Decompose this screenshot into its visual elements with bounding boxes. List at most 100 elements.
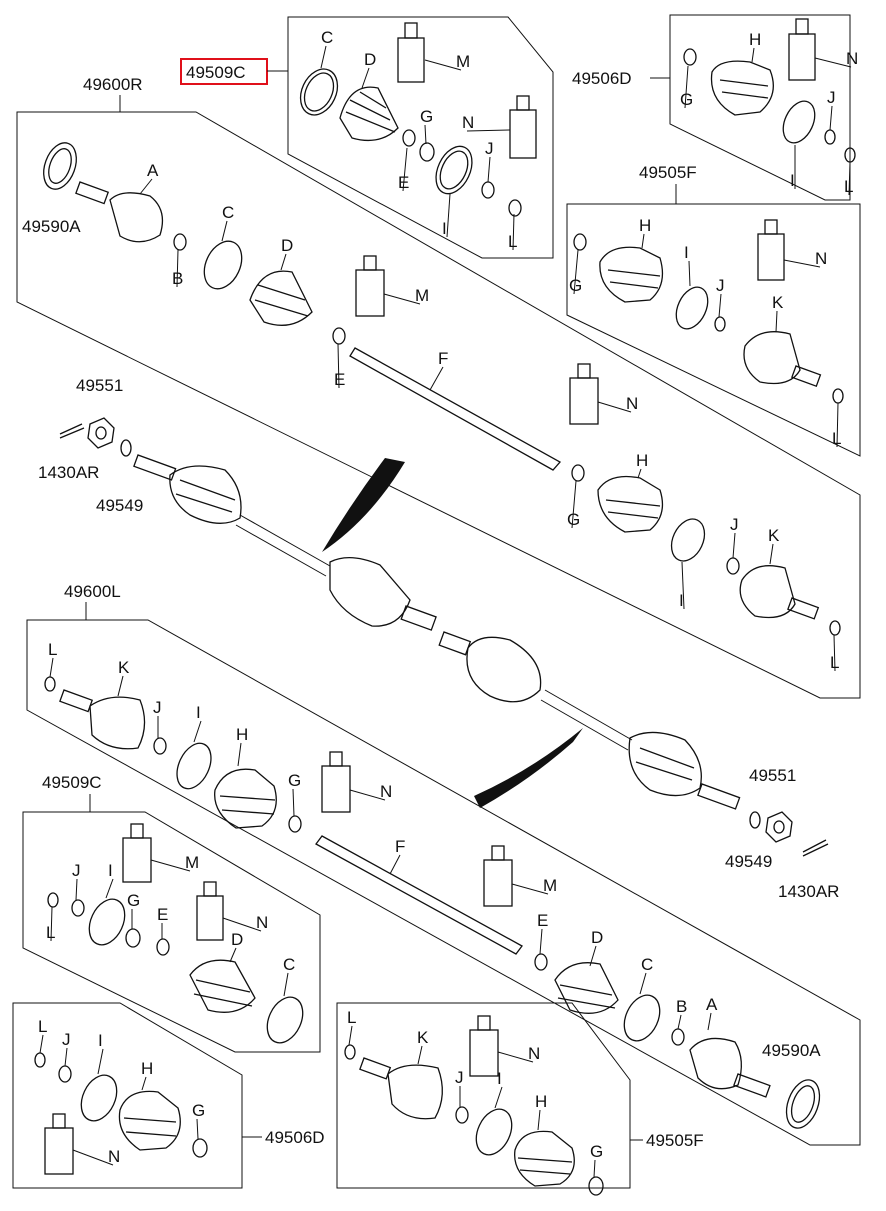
callout-letter-b[interactable]: B (676, 997, 687, 1016)
callout-letter-i[interactable]: I (442, 219, 447, 238)
callout-letter-k[interactable]: K (417, 1028, 429, 1047)
kit-label-49509C-top[interactable]: 49509C (186, 63, 246, 82)
callout-letter-l[interactable]: L (48, 640, 57, 659)
callout-letter-i[interactable]: I (790, 171, 795, 190)
part-label-49590A-left[interactable]: 49590A (762, 1041, 821, 1060)
callout-letter-d[interactable]: D (281, 236, 293, 255)
part-label-1430AR-right[interactable]: 1430AR (38, 463, 99, 482)
kit-label-49505F-top[interactable]: 49505F (639, 163, 697, 182)
callout-letter-h[interactable]: H (236, 725, 248, 744)
callout-letter-e[interactable]: E (157, 905, 168, 924)
callout-letter-l[interactable]: L (844, 177, 853, 196)
callout-letter-g[interactable]: G (569, 276, 582, 295)
callout-letter-m[interactable]: M (185, 853, 199, 872)
callout-letter-d[interactable]: D (231, 930, 243, 949)
kit-label-49506D-top[interactable]: 49506D (572, 69, 632, 88)
callout-letter-k[interactable]: K (772, 293, 784, 312)
callout-letter-j[interactable]: J (716, 276, 725, 295)
part-label-49551-left[interactable]: 49551 (749, 766, 796, 785)
callout-letter-j[interactable]: J (827, 88, 836, 107)
callout-letter-e[interactable]: E (537, 911, 548, 930)
part-label-49549-left[interactable]: 49549 (725, 852, 772, 871)
callout-letter-i[interactable]: I (679, 591, 684, 610)
assembly-pointer-left (474, 728, 583, 808)
tripod-housing-k-505f-bottom (359, 1057, 443, 1120)
callout-letter-e[interactable]: E (334, 370, 345, 389)
callout-letter-g[interactable]: G (590, 1142, 603, 1161)
callout-letter-n[interactable]: N (380, 782, 392, 801)
callout-letter-m[interactable]: M (415, 286, 429, 305)
callout-letter-f[interactable]: F (395, 837, 405, 856)
callout-letter-i[interactable]: I (684, 243, 689, 262)
callout-letter-n[interactable]: N (528, 1044, 540, 1063)
callout-letter-i[interactable]: I (497, 1069, 502, 1088)
callout-letter-m[interactable]: M (543, 876, 557, 895)
callout-letter-j[interactable]: J (730, 515, 739, 534)
leader-line (718, 293, 722, 318)
callout-letter-l[interactable]: L (46, 923, 55, 942)
callout-letter-c[interactable]: C (222, 203, 234, 222)
callout-letter-n[interactable]: N (108, 1147, 120, 1166)
callout-letter-a[interactable]: A (706, 995, 718, 1014)
grease-tube-m-509c-bottom (122, 823, 152, 883)
callout-letter-n[interactable]: N (846, 49, 858, 68)
callout-letter-i[interactable]: I (196, 703, 201, 722)
tripod-housing-k-505f-top (743, 331, 822, 388)
assembly-label-49600R[interactable]: 49600R (83, 75, 143, 94)
kit-label-49506D-bottom[interactable]: 49506D (265, 1128, 325, 1147)
callout-letter-c[interactable]: C (321, 28, 333, 47)
callout-letter-a[interactable]: A (147, 161, 159, 180)
leader-line (539, 928, 543, 955)
callout-letter-g[interactable]: G (192, 1101, 205, 1120)
callout-letter-b[interactable]: B (172, 269, 183, 288)
callout-letter-g[interactable]: G (420, 107, 433, 126)
callout-letter-c[interactable]: C (641, 955, 653, 974)
callout-letter-j[interactable]: J (72, 861, 81, 880)
callout-letter-h[interactable]: H (749, 30, 761, 49)
callout-letter-j[interactable]: J (62, 1030, 71, 1049)
callout-letter-m[interactable]: M (456, 52, 470, 71)
callout-letter-n[interactable]: N (626, 394, 638, 413)
callout-letter-l[interactable]: L (830, 653, 839, 672)
callout-letter-j[interactable]: J (455, 1068, 464, 1087)
callout-letter-h[interactable]: H (636, 451, 648, 470)
cotter-pin-right (59, 423, 83, 435)
ring-j-top-kit (481, 181, 495, 199)
callout-letter-j[interactable]: J (485, 139, 494, 158)
callout-letter-d[interactable]: D (591, 928, 603, 947)
grease-tube-n-505f-top (757, 219, 785, 281)
callout-letter-k[interactable]: K (118, 658, 130, 677)
callout-letter-n[interactable]: N (256, 913, 268, 932)
callout-letter-d[interactable]: D (364, 50, 376, 69)
leader-line (72, 1149, 114, 1166)
callout-letter-h[interactable]: H (141, 1059, 153, 1078)
callout-letter-h[interactable]: H (535, 1092, 547, 1111)
part-label-49551-right[interactable]: 49551 (76, 376, 123, 395)
assembly-label-49600L[interactable]: 49600L (64, 582, 121, 601)
callout-letter-c[interactable]: C (283, 955, 295, 974)
callout-letter-i[interactable]: I (98, 1031, 103, 1050)
callout-letter-g[interactable]: G (680, 90, 693, 109)
callout-letter-h[interactable]: H (639, 216, 651, 235)
callout-letter-e[interactable]: E (398, 173, 409, 192)
part-label-1430AR-left[interactable]: 1430AR (778, 882, 839, 901)
callout-letter-l[interactable]: L (347, 1008, 356, 1027)
callout-letter-l[interactable]: L (832, 429, 841, 448)
callout-letter-j[interactable]: J (153, 698, 162, 717)
callout-letter-n[interactable]: N (462, 113, 474, 132)
part-label-49590A-right[interactable]: 49590A (22, 217, 81, 236)
callout-letter-n[interactable]: N (815, 249, 827, 268)
kit-label-49509C-bottom[interactable]: 49509C (42, 773, 102, 792)
callout-letter-g[interactable]: G (288, 771, 301, 790)
callout-letter-g[interactable]: G (127, 891, 140, 910)
callout-letter-l[interactable]: L (38, 1017, 47, 1036)
part-label-49549-right[interactable]: 49549 (96, 496, 143, 515)
callout-letter-i[interactable]: I (108, 861, 113, 880)
leader-line (688, 260, 691, 287)
kit-label-49505F-bottom[interactable]: 49505F (646, 1131, 704, 1150)
callout-letter-l[interactable]: L (508, 232, 517, 251)
callout-letter-f[interactable]: F (438, 349, 448, 368)
callout-letter-k[interactable]: K (768, 526, 780, 545)
leader-line (775, 310, 778, 333)
callout-letter-g[interactable]: G (567, 510, 580, 529)
